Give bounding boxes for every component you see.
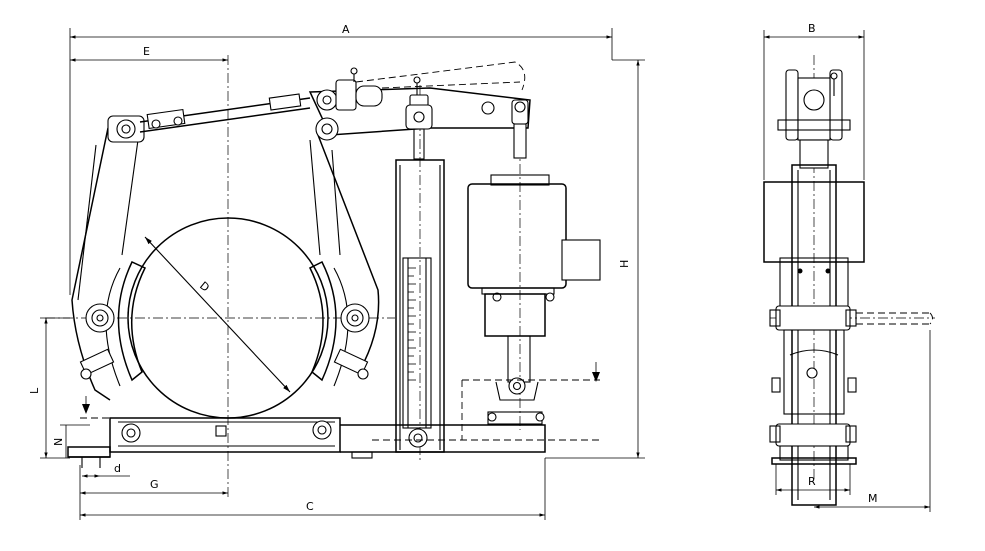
dim-label-c: C: [306, 500, 314, 513]
level-mark-left: [82, 404, 90, 414]
left-adjust-bolt: [79, 348, 115, 380]
top-linkage: [107, 61, 531, 143]
dim-label-m: M: [868, 492, 878, 505]
left-arm-edge: [77, 144, 97, 301]
right-arm-inner: [331, 149, 341, 256]
dim-label-r: R: [808, 475, 816, 488]
front-view: A E H L N d G C D: [28, 23, 645, 520]
dim-label-d-drum: D: [197, 279, 212, 294]
dim-label-b: B: [808, 22, 816, 35]
side-top-clevis: [777, 69, 851, 169]
right-adjust-bolt: [333, 348, 369, 380]
dim-label-e: E: [143, 45, 150, 58]
side-mid-section: [771, 329, 857, 415]
dim-label-n: N: [52, 438, 65, 446]
left-shoe-pivot: [85, 303, 115, 333]
side-view: B: [763, 22, 935, 512]
drum-diameter-line: [144, 236, 291, 393]
dim-label-g: G: [150, 478, 159, 491]
dim-label-h: H: [618, 260, 631, 268]
dim-label-l: L: [28, 387, 41, 394]
side-base-pivot: [769, 423, 857, 465]
left-brake-shoe: [117, 261, 147, 382]
level-mark-right: [592, 372, 600, 382]
left-arm-outer: [71, 127, 111, 401]
left-arm-inner: [121, 139, 139, 256]
dim-label-d: d: [114, 462, 121, 475]
side-shoe-pivot: [769, 305, 933, 331]
base-frame: [67, 417, 546, 468]
dim-label-a: A: [342, 23, 350, 36]
spring-scale: [408, 267, 416, 381]
right-arm-edge: [309, 139, 321, 256]
right-brake-shoe: [308, 260, 337, 382]
right-shoe-pivot: [340, 303, 370, 333]
thruster: [467, 99, 601, 425]
